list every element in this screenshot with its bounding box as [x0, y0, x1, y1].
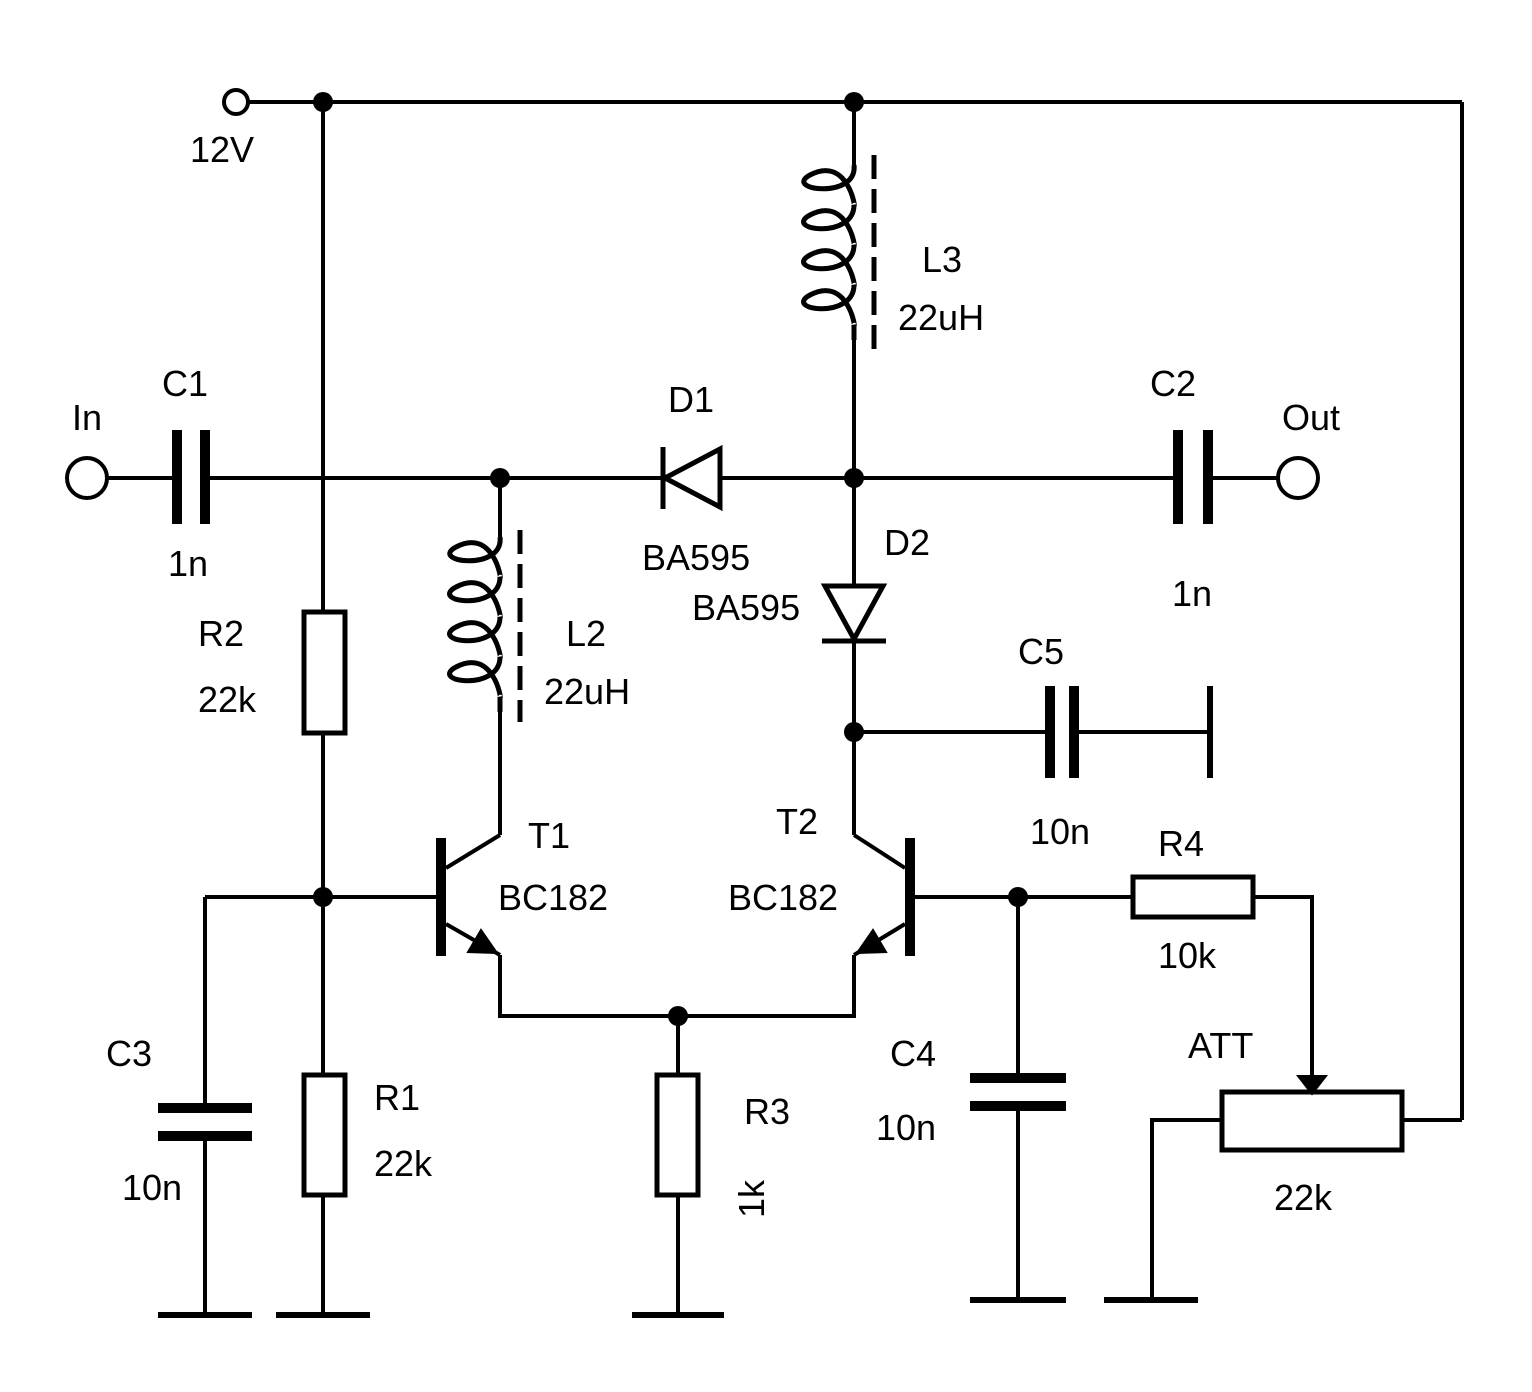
output-terminal — [1276, 456, 1320, 500]
c5-value-label: 10n — [1030, 811, 1090, 852]
resistor-r4 — [1130, 874, 1256, 920]
transistor-t2 — [852, 833, 915, 957]
t2-base-wire — [915, 895, 1133, 1300]
att-ref-label: ATT — [1188, 1025, 1253, 1066]
c4-ref-label: C4 — [890, 1033, 936, 1074]
t2-value-label: BC182 — [728, 877, 838, 918]
l2-ref-label: L2 — [566, 613, 606, 654]
capacitor-c4 — [970, 1073, 1066, 1111]
c1-ref-label: C1 — [162, 363, 208, 404]
diode-d2 — [820, 583, 888, 645]
supply-terminal — [222, 88, 250, 116]
r2-ref-label: R2 — [198, 613, 244, 654]
t1-value-label: BC182 — [498, 877, 608, 918]
inductor-l3 — [801, 155, 877, 352]
c3-ref-label: C3 — [106, 1033, 152, 1074]
r1-value-label: 22k — [374, 1143, 433, 1184]
resistor-r2 — [301, 609, 348, 736]
r3-ref-label: R3 — [744, 1091, 790, 1132]
l2-value-label: 22uH — [544, 671, 630, 712]
c5-ref-label: C5 — [1018, 631, 1064, 672]
t1-ref-label: T1 — [528, 815, 570, 856]
potentiometer-att — [1219, 1089, 1405, 1153]
supply-label: 12V — [190, 129, 254, 170]
c4-value-label: 10n — [876, 1107, 936, 1148]
d2-value-label: BA595 — [692, 587, 800, 628]
c3-value-label: 10n — [122, 1167, 182, 1208]
capacitor-c2 — [1173, 430, 1213, 524]
diode-d1 — [659, 444, 723, 512]
r4-value-label: 10k — [1158, 935, 1217, 976]
r1-ref-label: R1 — [374, 1077, 420, 1118]
resistor-r1 — [301, 1072, 348, 1198]
resistor-r3 — [654, 1072, 701, 1198]
r3-value-label: 1k — [731, 1179, 772, 1218]
capacitor-c1 — [172, 430, 210, 524]
t2-ref-label: T2 — [776, 801, 818, 842]
transistor-t1 — [436, 833, 502, 957]
input-label: In — [72, 397, 102, 438]
c1-value-label: 1n — [168, 543, 208, 584]
inductor-l2 — [447, 530, 523, 722]
l3-ref-label: L3 — [922, 239, 962, 280]
r2-value-label: 22k — [198, 679, 257, 720]
l3-value-label: 22uH — [898, 297, 984, 338]
input-terminal — [65, 456, 109, 500]
d2-ref-label: D2 — [884, 522, 930, 563]
capacitor-c5 — [1045, 686, 1079, 778]
d1-ref-label: D1 — [668, 379, 714, 420]
junction-dots — [313, 92, 1028, 1026]
d1-value-label: BA595 — [642, 537, 750, 578]
att-ground-wire — [1150, 1118, 1222, 1300]
c2-value-label: 1n — [1172, 573, 1212, 614]
output-label: Out — [1282, 397, 1340, 438]
r4-ref-label: R4 — [1158, 823, 1204, 864]
att-value-label: 22k — [1274, 1177, 1333, 1218]
c2-ref-label: C2 — [1150, 363, 1196, 404]
att-wiper-wire — [1253, 895, 1329, 1096]
capacitor-c3 — [158, 1103, 252, 1141]
